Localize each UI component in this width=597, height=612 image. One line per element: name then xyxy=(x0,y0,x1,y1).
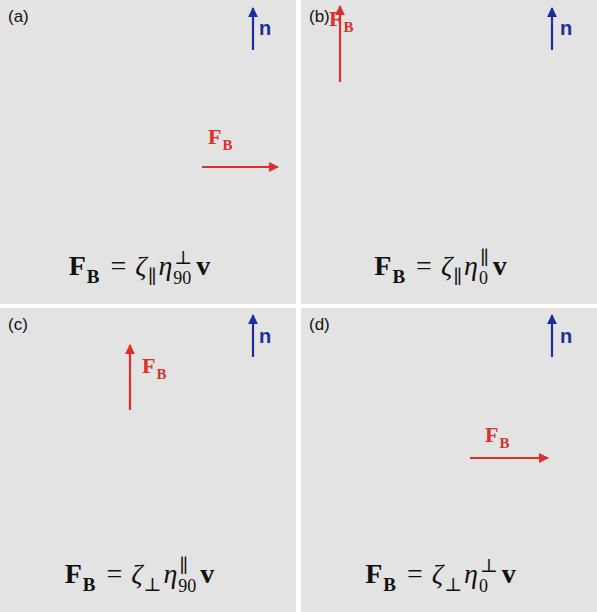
panel-label: (b) xyxy=(309,8,330,25)
force-label: F xyxy=(329,8,342,30)
formula-equals: = xyxy=(111,252,127,280)
formula-superscript: ⊥ xyxy=(480,556,498,575)
formula-symbol: F xyxy=(65,560,82,588)
formula-superscript: ⊥ xyxy=(174,248,192,267)
formula-symbol: ζ xyxy=(432,560,443,588)
director-label: n xyxy=(259,326,271,346)
formula-symbol: F xyxy=(69,252,86,280)
formula-subscript: B xyxy=(83,575,96,594)
force-subscript: B xyxy=(499,436,509,451)
formula-symbol: ζ xyxy=(131,560,142,588)
formula-subscript: ⊥ xyxy=(144,575,162,594)
formula-symbol: F xyxy=(365,560,382,588)
force-subscript: B xyxy=(343,20,353,35)
panel-label: (c) xyxy=(8,316,28,333)
force-label: F xyxy=(208,126,221,148)
formula-equals: = xyxy=(416,252,432,280)
formula-subscript: 90 xyxy=(178,577,196,595)
image-panel: (c)nFBFB=ζ⊥η∥90v xyxy=(0,308,296,612)
formula-subscript: ∥ xyxy=(148,267,157,286)
director-label: n xyxy=(259,18,271,38)
image-panel: (b)nFBFB=ζ∥η∥0v xyxy=(301,0,597,304)
formula-symbol: v xyxy=(200,560,214,588)
panel-label: (d) xyxy=(309,316,330,333)
formula-symbol: ζ xyxy=(135,252,146,280)
formula-symbol: η xyxy=(163,560,177,588)
force-subscript: B xyxy=(222,138,232,153)
formula-symbol: η xyxy=(464,560,478,588)
force-label: F xyxy=(485,424,498,446)
formula-superscript: ∥ xyxy=(480,248,489,267)
panel-label: (a) xyxy=(8,8,29,25)
formula-symbol: η xyxy=(464,252,478,280)
formula-subscript: 0 xyxy=(479,269,488,287)
force-subscript: B xyxy=(156,367,166,382)
formula-subscript: ⊥ xyxy=(444,575,462,594)
formula-subscript: 0 xyxy=(479,577,488,595)
image-panel: (d)nFBFB=ζ⊥η⊥0v xyxy=(301,308,597,612)
formula-symbol: η xyxy=(158,252,172,280)
formula-subscript: B xyxy=(383,575,396,594)
formula-symbol: F xyxy=(374,252,391,280)
formula-symbol: v xyxy=(502,560,516,588)
image-panel: (a)nFBFB=ζ∥η⊥90v xyxy=(0,0,296,304)
formula-subscript: 90 xyxy=(173,269,191,287)
formula-symbol: ζ xyxy=(441,252,452,280)
formula-equals: = xyxy=(407,560,423,588)
formula-subscript: B xyxy=(87,267,100,286)
formula-symbol: v xyxy=(196,252,210,280)
formula-equals: = xyxy=(106,560,122,588)
formula-subscript: ∥ xyxy=(453,267,462,286)
formula-superscript: ∥ xyxy=(179,556,188,575)
director-label: n xyxy=(560,18,572,38)
formula-symbol: v xyxy=(493,252,507,280)
director-label: n xyxy=(560,326,572,346)
formula-subscript: B xyxy=(392,267,405,286)
force-label: F xyxy=(142,355,155,377)
